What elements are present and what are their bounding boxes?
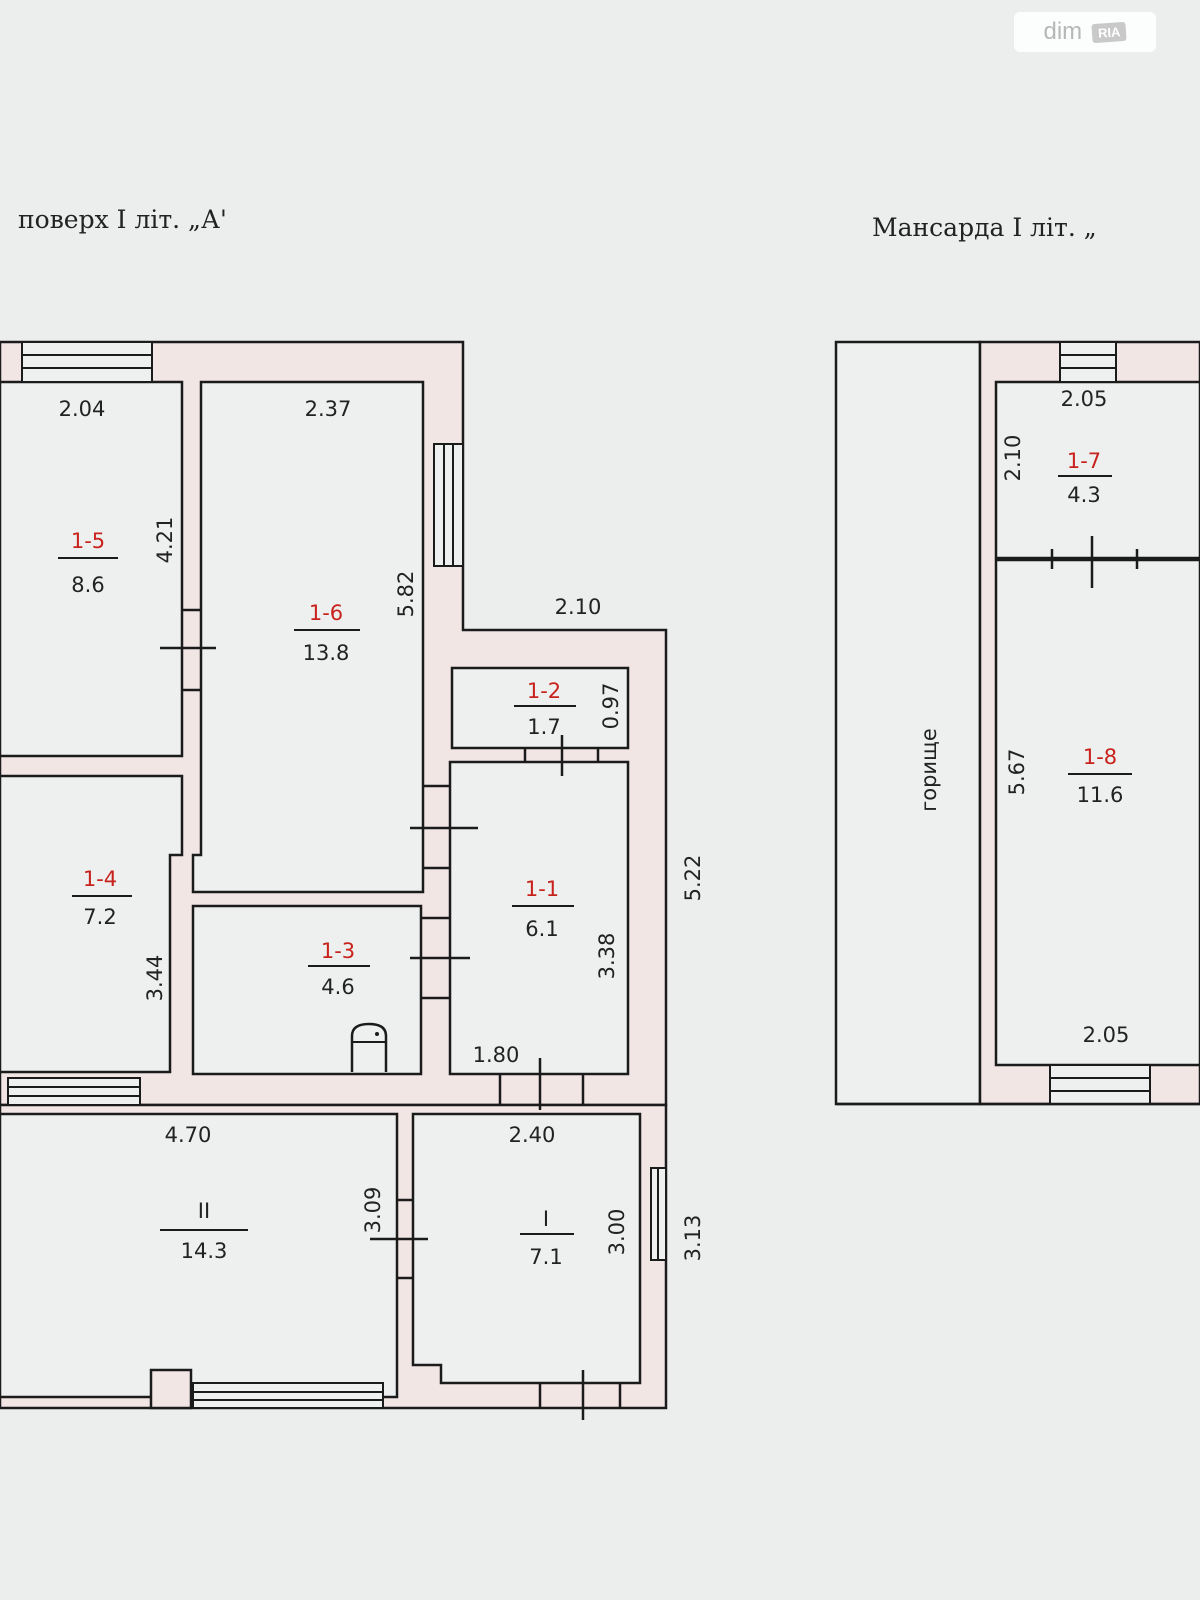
attic-plan xyxy=(834,340,1200,1106)
room-id: II xyxy=(198,1199,210,1223)
ground-floor-plan xyxy=(0,340,668,1420)
room-id: I xyxy=(543,1207,549,1231)
room-label-1-1: 1-1 6.1 xyxy=(512,877,574,941)
room-id: 1-2 xyxy=(527,679,561,703)
dim-attic-2-05-bottom: 2.05 xyxy=(1083,1023,1130,1047)
window-bottom-1-4 xyxy=(7,1077,141,1106)
dim-5-22: 5.22 xyxy=(681,855,705,902)
door-1-5-1-6 xyxy=(160,608,216,692)
window-bottom-1-8 xyxy=(1049,1064,1151,1105)
dim-4-21: 4.21 xyxy=(153,517,177,564)
room-area: 6.1 xyxy=(525,917,558,941)
room-label-1-8: 1-8 11.6 xyxy=(1068,745,1132,807)
room-label-1-3: 1-3 4.6 xyxy=(308,939,370,999)
room-id: 1-4 xyxy=(83,867,117,891)
room-II xyxy=(0,1112,399,1399)
room-area: 13.8 xyxy=(303,641,350,665)
room-area: 14.3 xyxy=(181,1239,228,1263)
room-1-3 xyxy=(191,904,423,1076)
door-1-7-1-8 xyxy=(1050,536,1139,588)
window-bottom-II xyxy=(192,1382,384,1409)
room-area: 7.1 xyxy=(529,1245,562,1269)
room-1-6 xyxy=(191,380,425,894)
door-1-1-I xyxy=(498,1058,585,1110)
dim-2-04: 2.04 xyxy=(59,397,106,421)
room-id: 1-1 xyxy=(525,877,559,901)
watermark: dim RIA xyxy=(1014,12,1156,52)
room-area: 1.7 xyxy=(527,715,560,739)
dim-4-70: 4.70 xyxy=(165,1123,212,1147)
dim-attic-5-67: 5.67 xyxy=(1005,749,1029,796)
room-area: 7.2 xyxy=(83,905,116,929)
room-1-5 xyxy=(0,380,184,758)
window-right-1-6 xyxy=(433,443,464,567)
room-area: 11.6 xyxy=(1077,783,1124,807)
ground-floor-title: поверх I літ. „А' xyxy=(18,205,227,234)
door-1-6-1-1 xyxy=(410,784,478,870)
room-label-1-7: 1-7 4.3 xyxy=(1058,449,1112,507)
door-1-2-1-1 xyxy=(523,735,600,776)
room-label-I: I 7.1 xyxy=(520,1207,574,1269)
room-id: 1-8 xyxy=(1083,745,1117,769)
garret-area xyxy=(834,340,982,1106)
room-area: 4.6 xyxy=(321,975,354,999)
dim-2-10: 2.10 xyxy=(555,595,602,619)
room-id: 1-6 xyxy=(309,601,343,625)
room-label-1-4: 1-4 7.2 xyxy=(72,867,132,929)
room-I xyxy=(411,1112,642,1385)
dim-2-40: 2.40 xyxy=(509,1123,556,1147)
dim-2-37: 2.37 xyxy=(305,397,352,421)
room-label-1-6: 1-6 13.8 xyxy=(294,601,360,665)
dim-3-09: 3.09 xyxy=(361,1187,385,1234)
room-id: 1-7 xyxy=(1067,449,1101,473)
door-II-I xyxy=(370,1198,428,1280)
window-top-1-7 xyxy=(1059,341,1117,383)
dim-5-82: 5.82 xyxy=(394,571,418,618)
room-id: 1-5 xyxy=(71,529,105,553)
dim-0-97: 0.97 xyxy=(599,683,623,730)
dim-3-13: 3.13 xyxy=(681,1215,705,1262)
dim-3-00: 3.00 xyxy=(605,1209,629,1256)
room-1-2 xyxy=(450,666,630,750)
pilaster-bottom-II xyxy=(149,1368,193,1410)
garret-label: горище xyxy=(917,728,941,812)
dim-1-80: 1.80 xyxy=(473,1043,520,1067)
window-top-1-5 xyxy=(21,341,153,383)
room-label-1-2: 1-2 1.7 xyxy=(514,679,576,739)
window-right-I xyxy=(650,1167,667,1261)
room-1-4 xyxy=(0,774,184,1074)
room-area: 8.6 xyxy=(71,573,104,597)
door-I-exterior xyxy=(538,1370,622,1420)
dim-3-38: 3.38 xyxy=(595,933,619,980)
watermark-brand: dim xyxy=(1043,18,1083,45)
dim-3-44: 3.44 xyxy=(143,955,167,1002)
dim-attic-2-05-top: 2.05 xyxy=(1061,387,1108,411)
room-label-1-5: 1-5 8.6 xyxy=(58,529,118,597)
room-1-8 xyxy=(994,558,1200,1067)
dim-attic-2-10: 2.10 xyxy=(1001,435,1025,482)
room-1-1 xyxy=(448,760,630,1076)
toilet-icon xyxy=(350,1022,388,1072)
room-area: 4.3 xyxy=(1067,483,1100,507)
room-label-II: II 14.3 xyxy=(160,1199,248,1263)
door-1-3-1-1 xyxy=(410,916,470,1000)
room-id: 1-3 xyxy=(321,939,355,963)
attic-title: Мансарда I літ. „ xyxy=(872,213,1097,242)
